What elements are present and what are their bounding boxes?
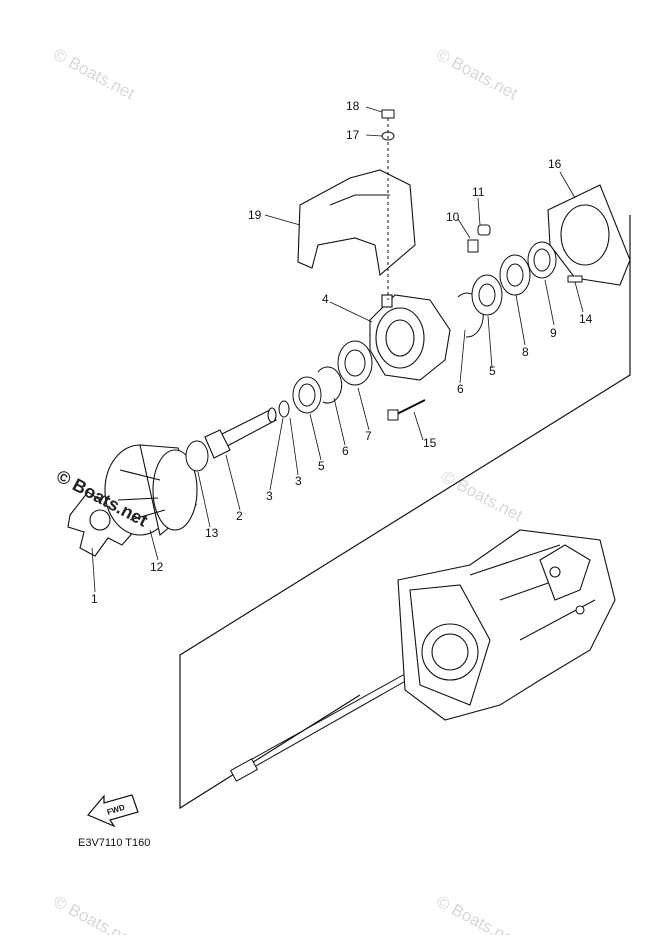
callout-15: 15 (423, 436, 437, 450)
impeller-housing (104, 444, 198, 537)
watermark-bottom-left: © Boats.net (50, 892, 138, 935)
callout-17: 17 (346, 128, 360, 142)
duct-housing (369, 294, 451, 381)
diagram-code: E3V7110 T160 (78, 837, 150, 849)
callout-4: 4 (322, 292, 329, 306)
bearing-right (471, 274, 503, 316)
bolt-18 (381, 109, 395, 119)
callout-13: 13 (205, 526, 219, 540)
cover (297, 169, 416, 277)
seal-9 (527, 241, 557, 279)
callout-6-right: 6 (457, 382, 464, 396)
drive-shaft (235, 659, 431, 769)
watermark-bottom-right: © Boats.net (433, 892, 521, 935)
fwd-arrow-icon: FWD (87, 794, 139, 828)
bearing-7 (337, 340, 373, 386)
cap (477, 224, 491, 236)
callout-11: 11 (472, 185, 485, 199)
callout-16: 16 (548, 157, 562, 171)
callout-6-left: 6 (342, 444, 349, 458)
watermark-top-left: © Boats.net (50, 45, 138, 104)
bearing-left (292, 376, 322, 414)
callout-14: 14 (579, 312, 593, 326)
watermark-top-right: © Boats.net (433, 45, 521, 104)
callout-2: 2 (236, 509, 243, 523)
o-ring (278, 400, 290, 418)
grease-nipple (467, 239, 479, 253)
shaft-splined-end (229, 758, 259, 782)
callout-9: 9 (550, 326, 557, 340)
callout-12: 12 (150, 560, 164, 574)
bolt (394, 399, 426, 416)
cover-plate (547, 184, 631, 286)
pump-housing-assembly (397, 529, 616, 721)
callout-3-left: 3 (266, 489, 273, 503)
leader-lines (91, 106, 584, 593)
callout-7: 7 (365, 429, 372, 443)
callout-18: 18 (346, 99, 360, 113)
circlip-left (317, 366, 343, 404)
callout-19: 19 (248, 208, 262, 222)
callout-3-mid: 3 (295, 474, 302, 488)
watermark-mid-right: © Boats.net (438, 467, 526, 526)
callout-8: 8 (522, 345, 529, 359)
dowel-pin (567, 275, 583, 283)
bearing-8 (499, 254, 531, 296)
callout-5-right: 5 (489, 364, 496, 378)
oil-seal (185, 440, 209, 472)
callout-5-left: 5 (318, 459, 325, 473)
callout-10: 10 (446, 210, 460, 224)
callout-1: 1 (91, 592, 98, 606)
shaft (204, 407, 277, 459)
